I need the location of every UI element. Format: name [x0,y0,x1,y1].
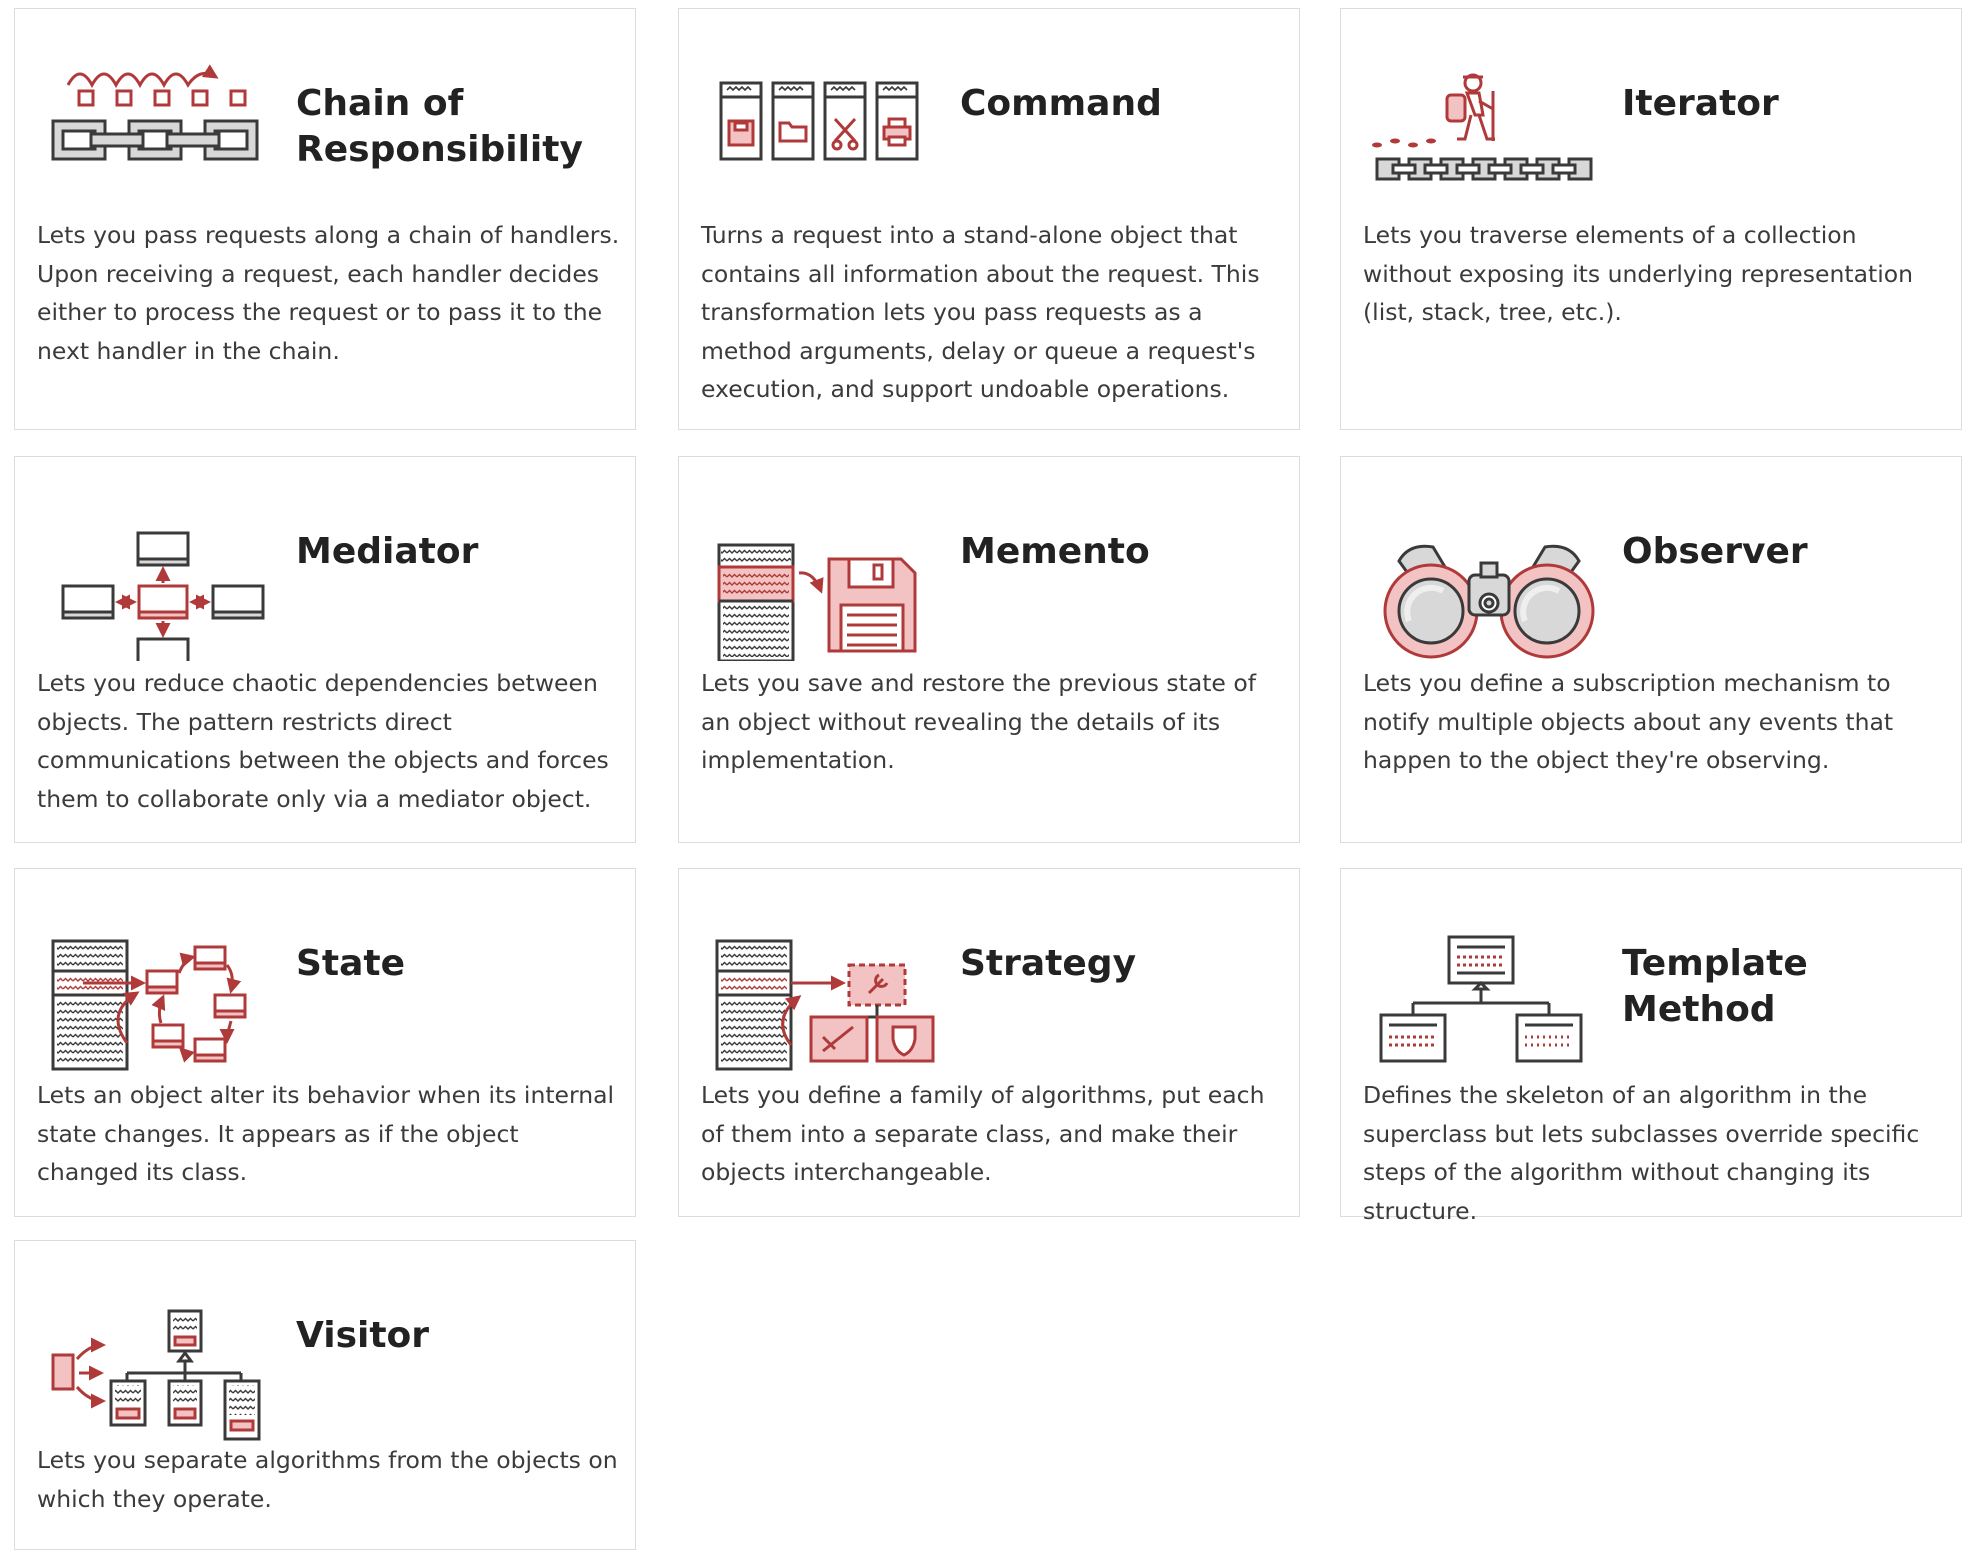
pattern-description: Lets you reduce chaotic dependencies bet… [37,669,609,813]
floppy-disk-icon [717,543,917,661]
pattern-title[interactable]: Chain of Responsibility [296,83,583,170]
pattern-card-memento[interactable]: Memento Lets you save and restore the pr… [678,456,1300,843]
pattern-card-state[interactable]: State Lets an object alter its behavior … [14,868,636,1217]
template-tree-icon [1379,935,1583,1063]
pattern-card-command[interactable]: Command Turns a request into a stand-alo… [678,8,1300,430]
pattern-title[interactable]: Observer [1622,531,1808,572]
pattern-title[interactable]: Strategy [960,943,1137,984]
chain-icon [51,64,259,161]
pattern-card-chain-of-responsibility[interactable]: Chain of Responsibility Lets you pass re… [14,8,636,430]
pattern-title[interactable]: State [296,943,406,984]
pattern-card-strategy[interactable]: Strategy Lets you define a family of alg… [678,868,1300,1217]
pattern-description: Turns a request into a stand-alone objec… [701,221,1260,403]
command-files-icon [719,81,919,161]
pattern-title[interactable]: Iterator [1622,83,1779,124]
binoculars-icon [1383,544,1595,659]
pattern-description: Lets you traverse elements of a collecti… [1363,221,1913,326]
pattern-description: Lets you define a family of algorithms, … [701,1081,1265,1186]
strategy-tools-icon [715,939,935,1071]
pattern-card-observer[interactable]: Observer Lets you define a subscription … [1340,456,1962,843]
pattern-card-template-method[interactable]: Template Method Defines the skeleton of … [1340,868,1962,1225]
pattern-title[interactable]: Visitor [296,1315,430,1356]
visitor-arrows-icon [51,1309,261,1441]
pattern-description: Lets an object alter its behavior when i… [37,1081,615,1186]
pattern-description: Defines the skeleton of an algorithm in … [1363,1081,1920,1225]
pattern-title[interactable]: Command [960,83,1162,124]
pattern-description: Lets you pass requests along a chain of … [37,221,620,365]
pattern-description: Lets you separate algorithms from the ob… [37,1446,618,1513]
state-cycle-icon [51,939,247,1071]
mediator-hub-icon [61,531,265,661]
pattern-card-iterator[interactable]: Iterator Lets you traverse elements of a… [1340,8,1962,430]
pattern-card-visitor[interactable]: Visitor Lets you separate algorithms fro… [14,1240,636,1550]
pattern-description: Lets you save and restore the previous s… [701,669,1257,774]
pattern-description: Lets you define a subscription mechanism… [1363,669,1894,774]
pattern-title[interactable]: Memento [960,531,1150,572]
pattern-card-mediator[interactable]: Mediator Lets you reduce chaotic depende… [14,456,636,843]
pattern-title[interactable]: Template Method [1622,943,1808,1030]
pattern-title[interactable]: Mediator [296,531,479,572]
hiker-icon [1372,73,1593,181]
